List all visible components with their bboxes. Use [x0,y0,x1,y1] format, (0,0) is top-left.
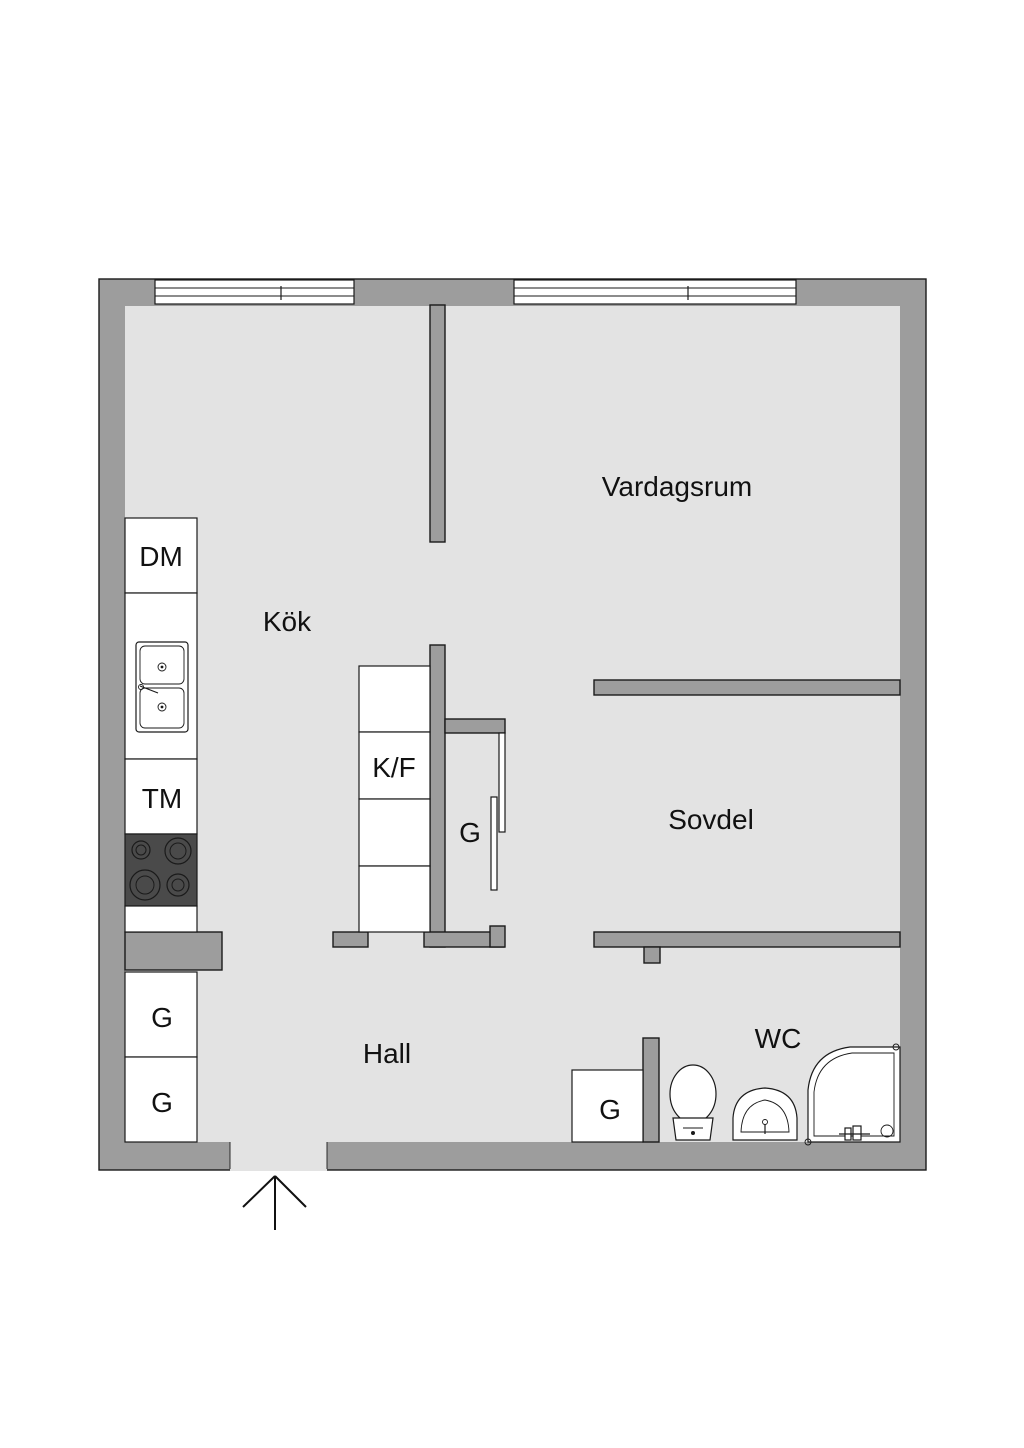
wardrobe-hall-1-label: G [151,1002,173,1033]
wardrobe-hall-2-label: G [151,1087,173,1118]
room-label-wc: WC [755,1023,802,1054]
window-left [154,279,355,305]
dishwasher-label: DM [139,541,183,572]
shower-icon [804,1043,901,1146]
dishwasher: DM [124,517,198,594]
entrance-door [229,1140,328,1171]
room-label-sleeping: Sovdel [668,804,754,835]
wardrobe-hall-3: G [571,1069,644,1143]
interior-walls [124,304,901,1143]
counter-end [124,905,198,933]
room-label-kitchen: Kök [263,606,312,637]
entrance-arrow-icon [242,1175,307,1230]
toilet-icon [669,1064,717,1141]
dryer-label: TM [142,783,182,814]
window-right [513,279,797,305]
dryer: TM [124,758,198,835]
wardrobe-hall-2: G [124,1056,198,1143]
fridge-freezer: K/F [358,665,431,933]
room-label-hall: Hall [363,1038,411,1069]
fridge-freezer-label: K/F [372,752,416,783]
wardrobe-hall-3-label: G [599,1094,621,1125]
wardrobe-hall-1: G [124,971,198,1058]
interior-floor [125,306,900,1142]
wardrobe-kitchen-label: G [459,817,481,848]
room-label-living: Vardagsrum [602,471,752,502]
kitchen-sink-icon [124,592,198,760]
stove-icon [124,833,198,907]
wardrobe-kitchen: G [459,732,506,891]
wash-basin-icon [732,1087,798,1141]
